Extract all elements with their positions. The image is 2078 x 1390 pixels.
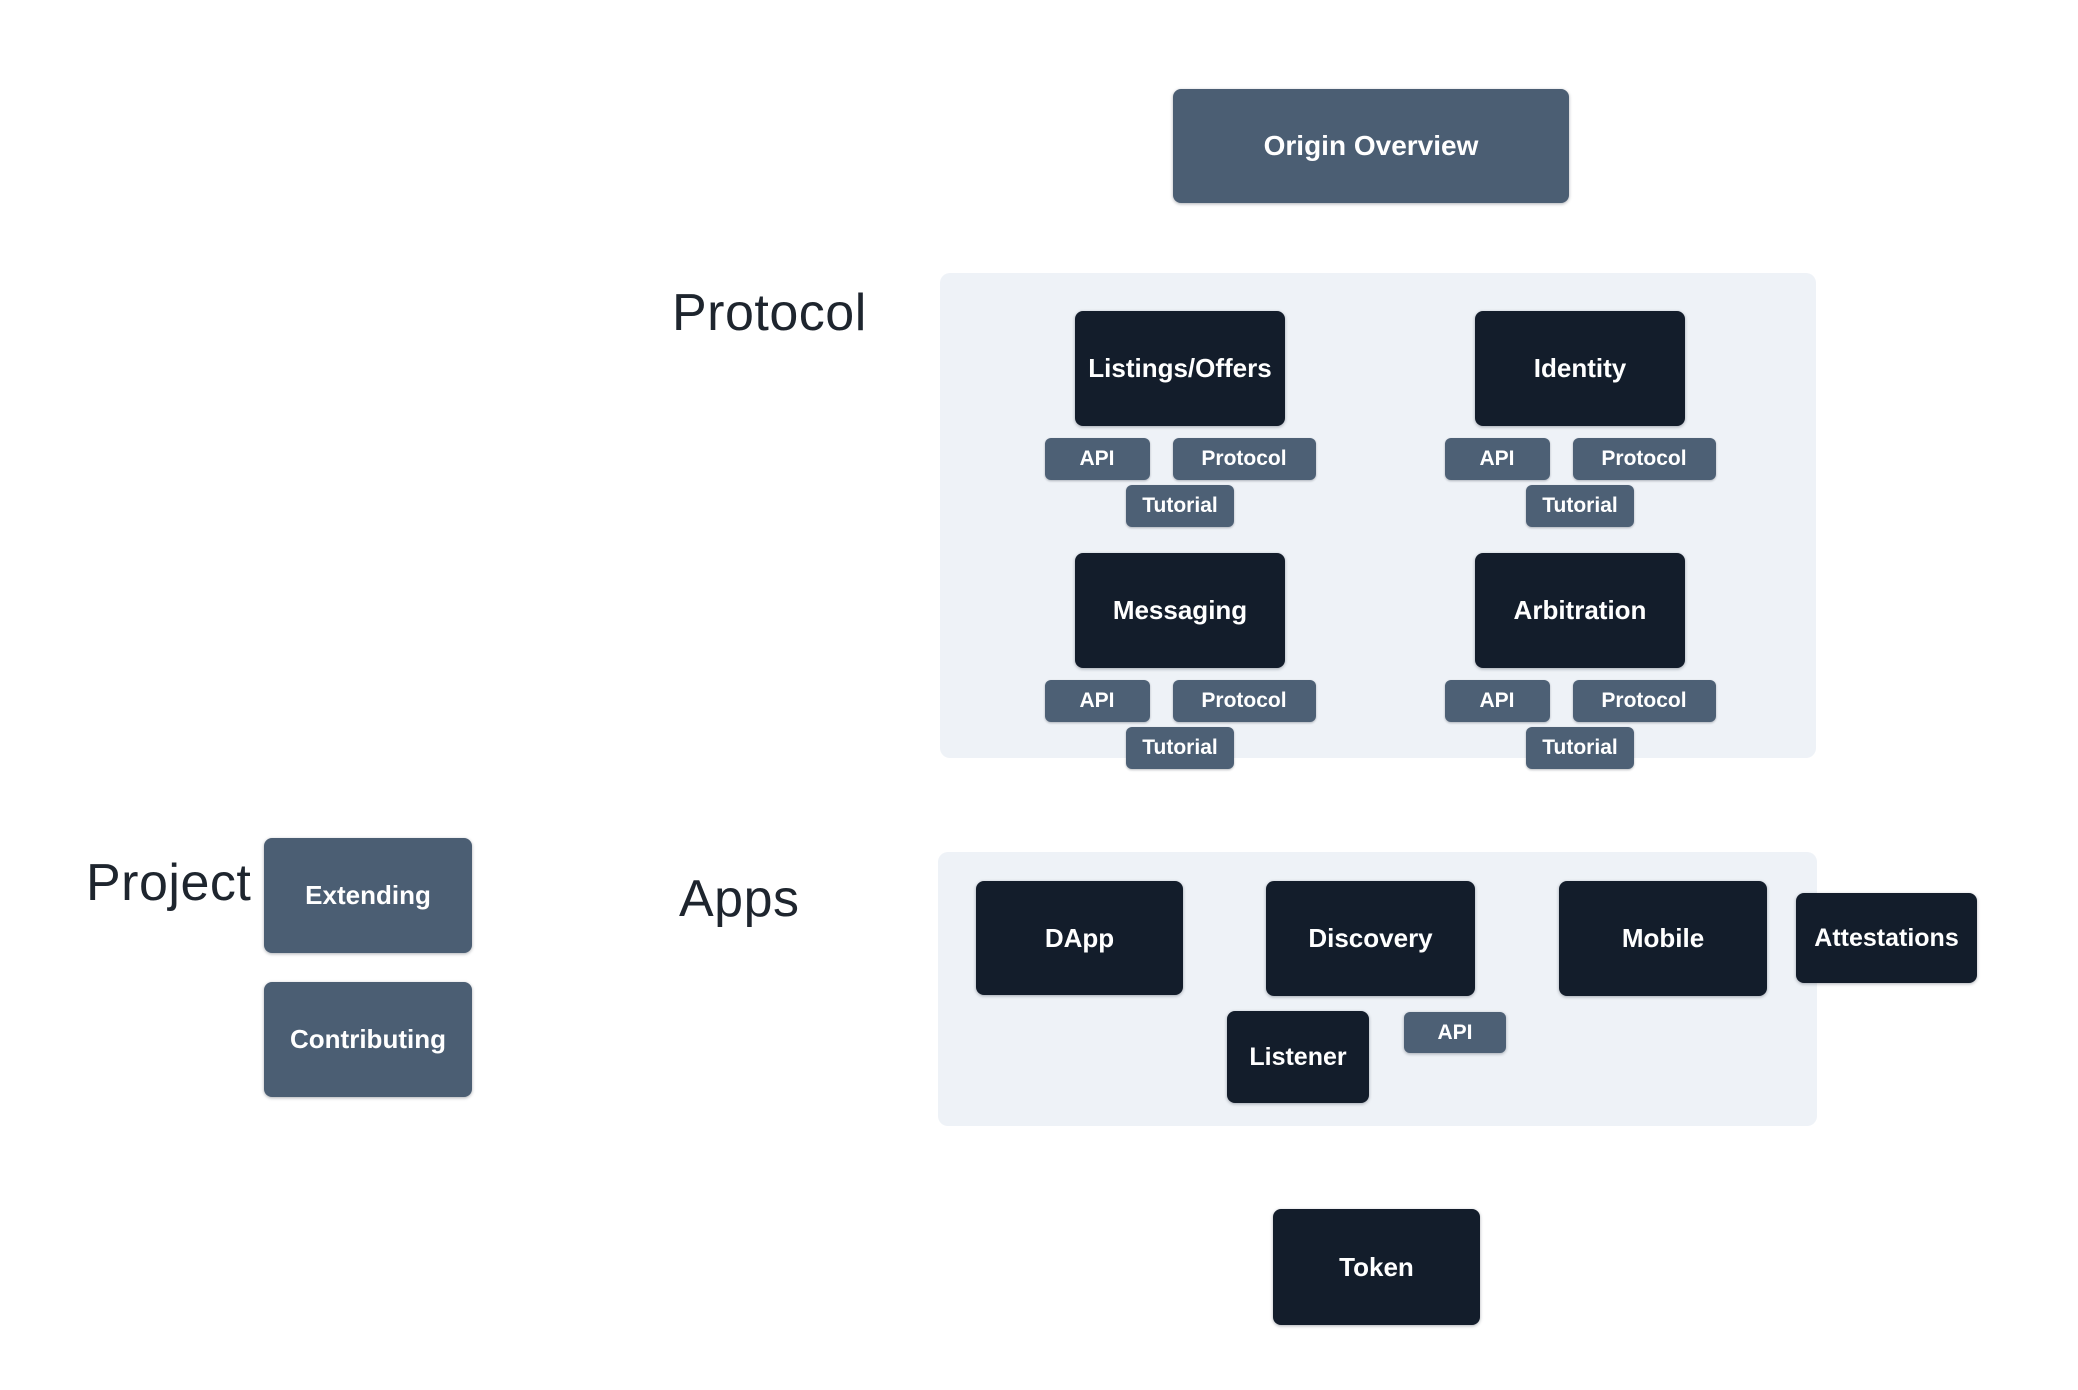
module-arbitration: Arbitration API Protocol Tutorial — [1444, 553, 1716, 769]
listings-offers-protocol-button[interactable]: Protocol — [1172, 438, 1316, 480]
listings-offers-link-row: API Protocol — [1044, 438, 1316, 480]
identity-box[interactable]: Identity — [1475, 311, 1685, 426]
contributing-box[interactable]: Contributing — [264, 982, 472, 1097]
module-listings-offers: Listings/Offers API Protocol Tutorial — [1044, 311, 1316, 527]
token-box[interactable]: Token — [1273, 1209, 1480, 1325]
discovery-box[interactable]: Discovery — [1266, 881, 1475, 996]
arbitration-api-button[interactable]: API — [1444, 680, 1550, 722]
messaging-api-button[interactable]: API — [1044, 680, 1150, 722]
module-identity: Identity API Protocol Tutorial — [1444, 311, 1716, 527]
identity-link-row: API Protocol — [1444, 438, 1716, 480]
apps-section-label: Apps — [679, 870, 800, 928]
listener-box[interactable]: Listener — [1227, 1011, 1369, 1103]
identity-protocol-button[interactable]: Protocol — [1572, 438, 1716, 480]
identity-tutorial-button[interactable]: Tutorial — [1526, 485, 1634, 527]
protocol-section-label: Protocol — [672, 284, 867, 342]
identity-api-button[interactable]: API — [1444, 438, 1550, 480]
listings-offers-box[interactable]: Listings/Offers — [1075, 311, 1285, 426]
project-section-label: Project — [86, 854, 252, 912]
origin-overview-box[interactable]: Origin Overview — [1173, 89, 1569, 203]
listings-offers-tutorial-button[interactable]: Tutorial — [1126, 485, 1234, 527]
module-messaging: Messaging API Protocol Tutorial — [1044, 553, 1316, 769]
messaging-box[interactable]: Messaging — [1075, 553, 1285, 668]
dapp-box[interactable]: DApp — [976, 881, 1183, 995]
messaging-tutorial-button[interactable]: Tutorial — [1126, 727, 1234, 769]
messaging-link-row: API Protocol — [1044, 680, 1316, 722]
arbitration-link-row: API Protocol — [1444, 680, 1716, 722]
arbitration-tutorial-button[interactable]: Tutorial — [1526, 727, 1634, 769]
arbitration-protocol-button[interactable]: Protocol — [1572, 680, 1716, 722]
listings-offers-api-button[interactable]: API — [1044, 438, 1150, 480]
attestations-box[interactable]: Attestations — [1796, 893, 1977, 983]
extending-box[interactable]: Extending — [264, 838, 472, 953]
messaging-protocol-button[interactable]: Protocol — [1172, 680, 1316, 722]
arbitration-box[interactable]: Arbitration — [1475, 553, 1685, 668]
apps-api-button[interactable]: API — [1404, 1012, 1506, 1053]
mobile-box[interactable]: Mobile — [1559, 881, 1767, 996]
